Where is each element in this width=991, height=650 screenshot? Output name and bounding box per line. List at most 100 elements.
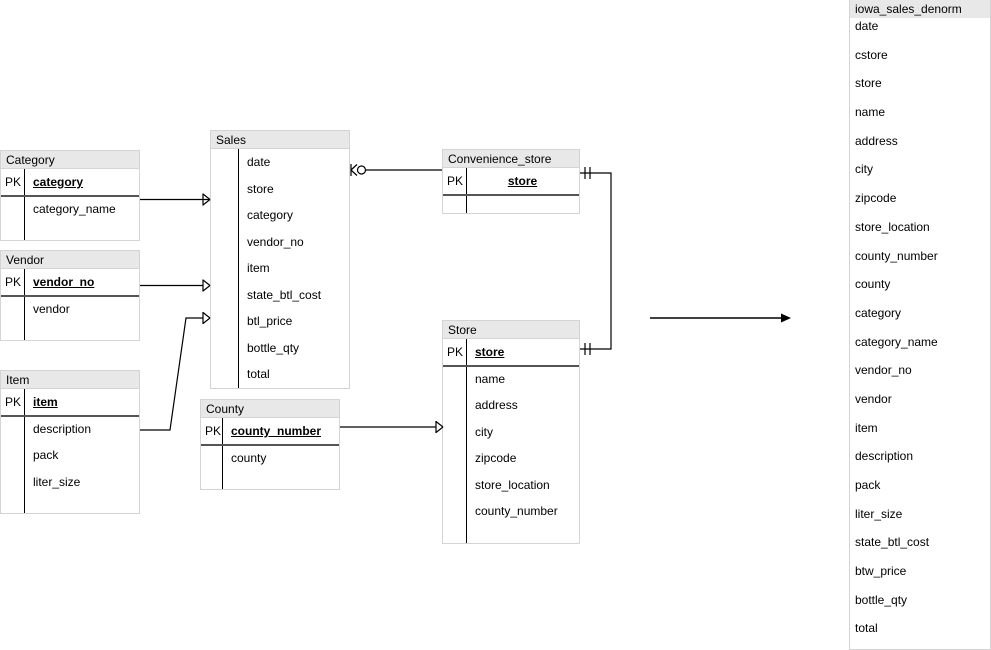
row-attribute-cell [222, 471, 339, 489]
row-key-cell [211, 176, 238, 203]
entity-attribute-row: liter_size [1, 469, 139, 496]
row-key-cell [201, 471, 222, 489]
row-attribute-label: zipcode [475, 451, 517, 465]
row-attribute-cell: bottle_qty [238, 335, 349, 362]
entity-title-convenience_store: Convenience_store [443, 150, 579, 168]
pk-column-divider [466, 168, 467, 213]
row-attribute-label: county [231, 450, 267, 465]
row-attribute-label: item [247, 261, 270, 275]
denorm-column-item: vendor_no [855, 363, 912, 378]
denorm-column-item: zipcode [855, 191, 897, 206]
entity-attribute-row: vendor [1, 296, 139, 323]
row-attribute-label: category_name [33, 201, 116, 216]
row-attribute-label: county_number [231, 424, 322, 438]
connector-sales-convenience-store [350, 164, 442, 176]
row-key-cell [443, 366, 466, 393]
row-attribute-cell: store [466, 168, 579, 195]
denorm-column-item: vendor [855, 391, 892, 406]
row-key-cell [443, 445, 466, 472]
pk-column-divider [24, 389, 25, 513]
row-attribute-label: state_btl_cost [247, 287, 322, 302]
entity-attribute-row: city [443, 419, 579, 446]
row-attribute-label: category [33, 175, 84, 189]
entity-attribute-row: store_location [443, 472, 579, 499]
entity-attribute-row: county_number [443, 498, 579, 525]
entity-title-county: County [201, 400, 339, 418]
connector-vendor-sales [140, 279, 211, 292]
row-attribute-cell: category_name [24, 196, 139, 223]
row-key-cell [443, 498, 466, 525]
pk-separator [443, 193, 579, 196]
denorm-column-item: store [855, 76, 882, 91]
connector-convenience-store-store [580, 167, 612, 355]
entity-attribute-row: state_btl_cost [211, 282, 349, 309]
row-attribute-cell: store_location [466, 472, 579, 499]
row-attribute-cell: btl_price [238, 308, 349, 335]
row-attribute-label: vendor_no [247, 234, 304, 249]
row-attribute-cell: total [238, 361, 349, 388]
row-attribute-cell [24, 322, 139, 340]
denorm-column-item: store_location [855, 219, 930, 234]
entity-attribute-row: description [1, 416, 139, 443]
pk-column-divider [222, 418, 223, 489]
row-key-cell: PK [5, 175, 22, 189]
row-key-cell [211, 149, 238, 176]
row-attribute-cell [24, 222, 139, 240]
row-attribute-cell: county_number [466, 498, 579, 525]
denorm-column-item: btw_price [855, 564, 907, 579]
row-attribute-cell: category [24, 169, 139, 196]
row-key-cell [1, 196, 24, 223]
row-attribute-cell: description [24, 416, 139, 443]
row-key-cell [201, 445, 222, 472]
row-attribute-cell: vendor_no [238, 229, 349, 256]
row-attribute-cell: state_btl_cost [238, 282, 349, 309]
denorm-table-title: iowa_sales_denorm [850, 0, 990, 18]
row-attribute-cell: pack [24, 442, 139, 469]
entity-attribute-row [1, 322, 139, 340]
row-attribute-label: store [247, 181, 274, 196]
pk-column-divider [24, 269, 25, 340]
entity-attribute-row: category [211, 202, 349, 229]
row-attribute-label: address [475, 398, 518, 412]
entity-attribute-row: date [211, 149, 349, 176]
entity-title-item: Item [1, 371, 139, 389]
row-attribute-label: item [33, 395, 58, 409]
denorm-column-item: category [855, 305, 902, 320]
row-attribute-label: bottle_qty [247, 340, 300, 355]
row-attribute-cell: store [466, 339, 579, 366]
row-key-cell [1, 469, 24, 496]
denorm-column-item: item [855, 420, 878, 435]
row-key-cell: PK [5, 275, 22, 289]
row-key-cell [1, 222, 24, 240]
denorm-column-item: pack [855, 478, 881, 492]
pk-column-divider [466, 339, 467, 543]
entity-attribute-row: btl_price [211, 308, 349, 335]
entity-attribute-row: county [201, 445, 339, 472]
row-attribute-label: liter_size [33, 474, 81, 489]
denorm-column-item: liter_size [855, 506, 903, 521]
denorm-column-item: address [855, 133, 898, 148]
row-key-cell [443, 392, 466, 419]
row-key-cell [443, 525, 466, 543]
row-attribute-cell: item [238, 255, 349, 282]
pk-separator [443, 364, 579, 367]
pk-separator [1, 194, 139, 197]
denormalization-arrow [650, 313, 791, 323]
denorm-column-item: total [855, 621, 878, 636]
row-attribute-label: total [247, 367, 270, 381]
